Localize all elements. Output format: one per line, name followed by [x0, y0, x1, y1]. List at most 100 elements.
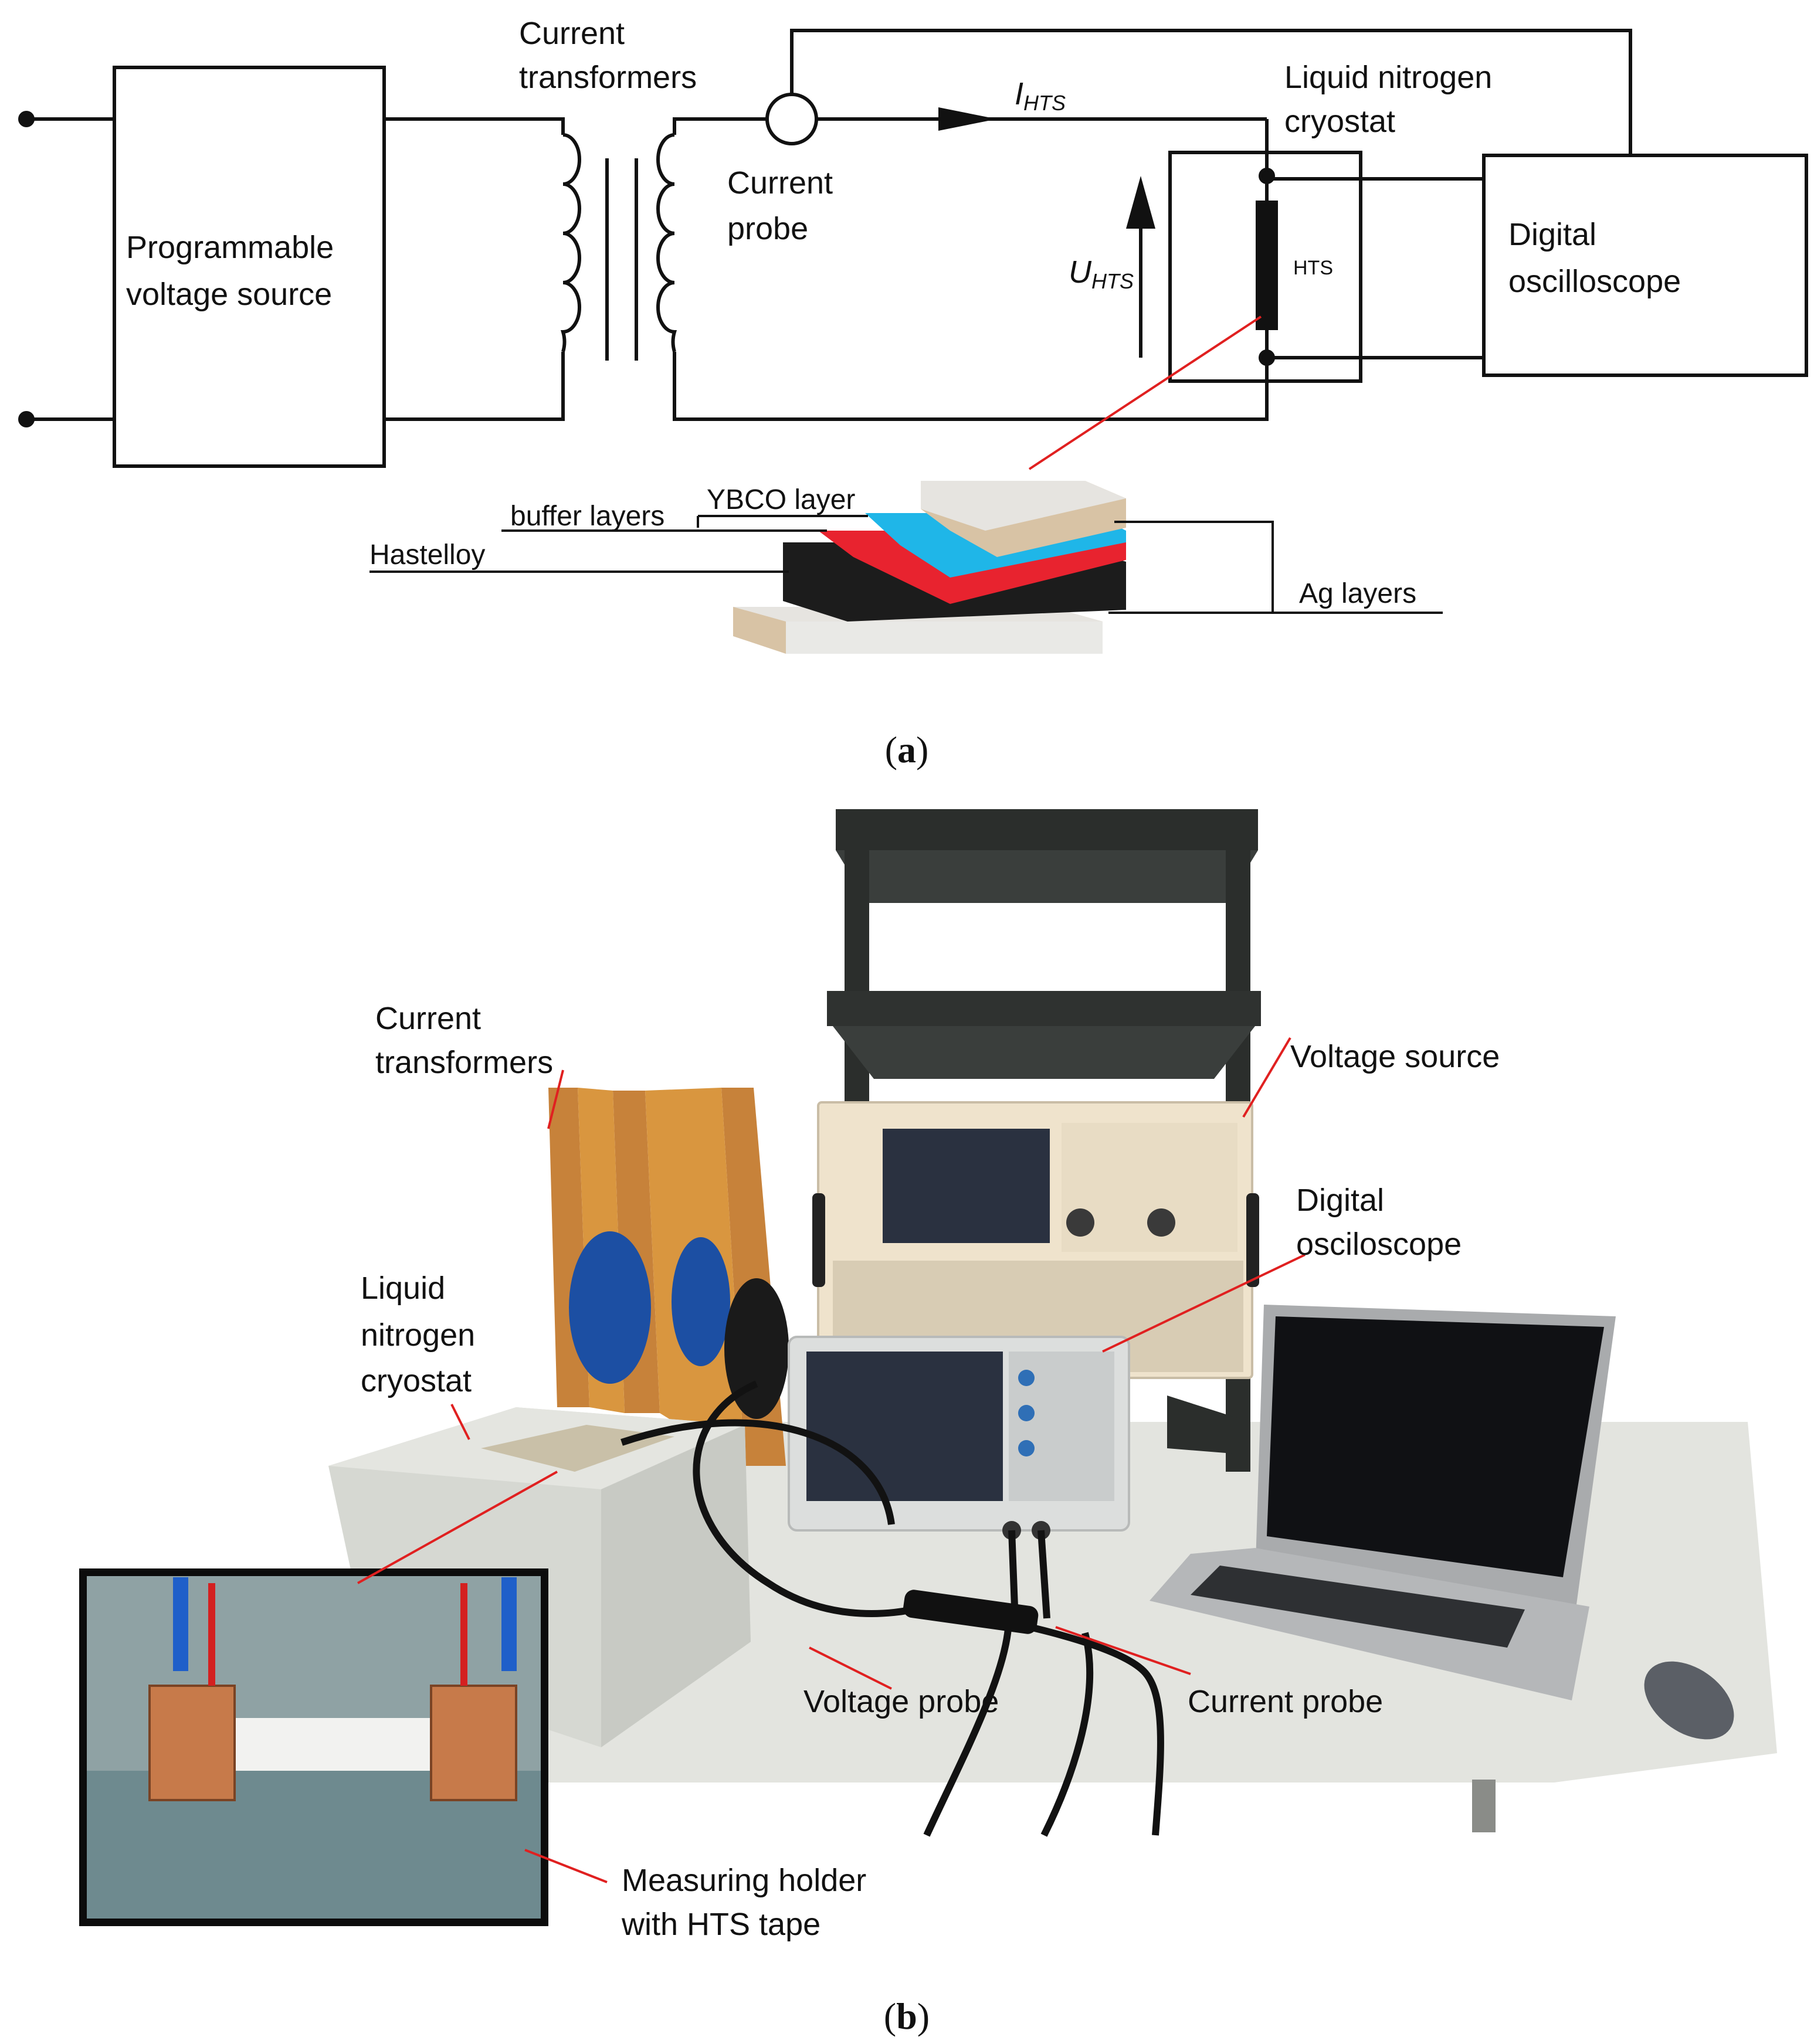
- cable-4: [1040, 1632, 1094, 1837]
- label-u-hts: UHTS: [1069, 254, 1134, 293]
- label-digital-oscilloscope-2: oscilloscope: [1508, 264, 1681, 299]
- current-probe-symbol: [765, 93, 818, 145]
- i-hts-main: I: [1015, 76, 1023, 111]
- current-transformers-photo: [548, 1088, 789, 1466]
- caption-b-close: ): [917, 1995, 930, 2037]
- caption-a-letter: a: [897, 729, 916, 770]
- label-b-liquid-1: Liquid: [361, 1271, 445, 1306]
- voltage-source-knob-left: [1066, 1208, 1094, 1237]
- u-hts-main: U: [1069, 254, 1092, 290]
- ag-leader-top: [1114, 521, 1443, 614]
- programmable-voltage-source-box: [113, 66, 386, 468]
- label-programmable-1: Programmable: [126, 230, 334, 265]
- table-leg: [1472, 1780, 1496, 1832]
- cable-5: [621, 1419, 895, 1525]
- oscilloscope-knob-2: [1018, 1405, 1035, 1421]
- caption-a-open: (: [885, 729, 897, 770]
- label-ag-layers: Ag layers: [1299, 578, 1416, 609]
- rack-bottom-tray: [1167, 1396, 1240, 1454]
- label-hts: HTS: [1293, 257, 1333, 279]
- label-i-hts: IHTS: [1015, 76, 1066, 115]
- rack-middle-tray: [833, 1026, 1255, 1079]
- label-b-liquid-2: nitrogen: [361, 1318, 475, 1353]
- tape-leader-lines: [369, 515, 1443, 614]
- inset-blue-lead-left: [173, 1577, 188, 1671]
- caption-a-close: ): [916, 729, 928, 770]
- annotation-lines: [357, 1037, 1306, 1883]
- cable-1: [693, 1380, 928, 1617]
- transformer-blue-winding-2: [672, 1237, 730, 1366]
- leader-measuring-holder: [524, 1849, 608, 1883]
- panel-b-photo: [79, 809, 1777, 1926]
- label-ybco-layer: YBCO layer: [707, 484, 855, 515]
- liquid-nitrogen-cryostat-box: [1168, 151, 1362, 383]
- wire-probe-oscilloscope: [790, 29, 1632, 155]
- label-b-liquid-3: cryostat: [361, 1363, 472, 1398]
- leader-liquid-nitrogen-cryostat: [450, 1404, 470, 1440]
- rack-middle-shelf: [827, 991, 1261, 1026]
- ag-top-layer-top: [921, 481, 1126, 531]
- transformer-secondary-coil: [656, 133, 677, 352]
- laptop-photo: [1150, 1305, 1616, 1700]
- rack-top-shelf: [836, 809, 1258, 850]
- hts-tape-pointer: [1028, 315, 1262, 470]
- oscilloscope-knob-3: [1018, 1440, 1035, 1456]
- label-b-digital-2: osciloscope: [1296, 1227, 1462, 1262]
- label-hastelloy: Hastelloy: [369, 539, 485, 571]
- wire-source-primary-top: [384, 117, 565, 135]
- rack-top-tray: [836, 850, 1258, 903]
- inset-hts-tape: [194, 1718, 463, 1771]
- label-buffer-layers: buffer layers: [510, 501, 664, 532]
- current-arrow: [938, 107, 997, 131]
- digital-oscilloscope-box: [1482, 154, 1808, 377]
- leader-current-transformers: [547, 1069, 564, 1129]
- cable-7: [1037, 1530, 1050, 1619]
- label-programmable-2: voltage source: [126, 277, 332, 312]
- label-current-transformers-1: Current: [519, 16, 625, 51]
- label-b-voltage-probe: Voltage probe: [803, 1684, 999, 1719]
- label-b-current-probe: Current probe: [1188, 1684, 1383, 1719]
- transformer-blue-winding-1: [569, 1231, 651, 1384]
- hts-element: [1256, 201, 1278, 330]
- cryostat-side: [601, 1425, 751, 1747]
- inset-red-lead-right: [460, 1583, 467, 1686]
- panel-a: [18, 29, 1808, 468]
- equipment-rack: [827, 809, 1261, 1472]
- caption-b-open: (: [884, 1995, 896, 2037]
- label-b-current-transformers-1: Current: [375, 1001, 481, 1036]
- measuring-holder-inset: [79, 1568, 548, 1926]
- voltage-source-handle-left: [812, 1193, 825, 1287]
- wire-source-primary-bottom: [384, 352, 565, 421]
- leader-voltage-source: [1242, 1037, 1291, 1118]
- leader-current-probe: [1055, 1626, 1191, 1675]
- label-b-digital-1: Digital: [1296, 1183, 1384, 1218]
- oscilloscope-knob-1: [1018, 1370, 1035, 1386]
- i-hts-sub: HTS: [1023, 91, 1066, 115]
- hts-tape-structure: [733, 481, 1126, 654]
- current-probe-clamp: [903, 1590, 1039, 1634]
- label-b-measuring-holder-1: Measuring holder: [622, 1863, 866, 1898]
- voltage-source-knob-right: [1147, 1208, 1175, 1237]
- ag-bottom-layer-front: [786, 622, 1103, 654]
- cable-3: [923, 1618, 1012, 1837]
- inset-blue-lead-right: [501, 1577, 517, 1671]
- cable-6: [1008, 1530, 1018, 1607]
- label-current-transformers-2: transformers: [519, 60, 697, 95]
- label-current-probe-1: Current: [727, 165, 833, 201]
- voltage-arrow-head: [1126, 176, 1155, 229]
- inset-copper-block-right: [430, 1685, 517, 1801]
- label-b-measuring-holder-2: with HTS tape: [621, 1907, 820, 1942]
- caption-a: (a): [885, 729, 929, 770]
- laptop-screen: [1267, 1316, 1604, 1577]
- caption-b: (b): [884, 1995, 930, 2037]
- leader-inset: [357, 1471, 558, 1584]
- transformer-core-opening: [724, 1278, 789, 1419]
- label-b-voltage-source: Voltage source: [1290, 1039, 1500, 1074]
- label-current-probe-2: probe: [727, 211, 808, 246]
- inset-copper-block-left: [148, 1685, 236, 1801]
- cryostat-opening: [481, 1425, 674, 1472]
- voltage-source-screen: [883, 1129, 1050, 1243]
- leader-voltage-probe: [809, 1646, 892, 1690]
- laptop-keyboard: [1191, 1566, 1525, 1648]
